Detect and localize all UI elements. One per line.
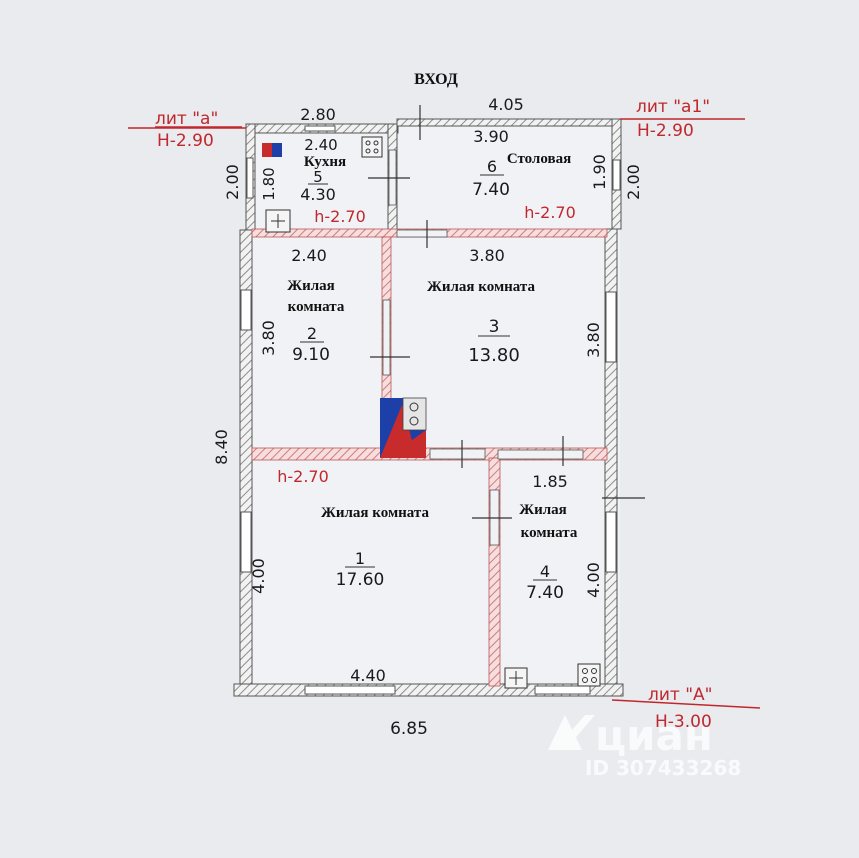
dim-kitchen-width: 2.40 (304, 136, 337, 154)
room-dining-name: Столовая (507, 151, 571, 167)
watermark-brand: циан (595, 711, 713, 760)
room-1-name: Жилая комната (321, 505, 429, 521)
room-4-number: 4 (540, 562, 550, 581)
house-floor (248, 126, 620, 686)
dim-left-outer-top: 2.00 (223, 164, 242, 200)
room-1-number: 1 (355, 549, 365, 568)
dim-kitchen-height: 1.80 (260, 167, 278, 200)
marker-A-height: Н-3.00 (655, 712, 712, 732)
room-kitchen-number: 5 (313, 168, 323, 186)
ceiling-kitchen: h-2.70 (314, 207, 366, 226)
dim-room2-height: 3.80 (259, 320, 278, 356)
cian-logo (548, 715, 595, 750)
dim-room3-width: 3.80 (469, 246, 505, 265)
marker-a-lit: лит "а" (155, 109, 218, 129)
watermark-id: ID 307433268 (585, 756, 741, 780)
room-2-name-line2: комната (288, 299, 345, 315)
room-3-number: 3 (489, 317, 500, 337)
dim-dining-height: 1.90 (590, 154, 609, 190)
ceiling-dining: h-2.70 (524, 203, 576, 222)
sink-icon (265, 209, 291, 233)
room-4-area: 7.40 (526, 583, 564, 603)
room-1-area: 17.60 (336, 570, 385, 590)
dim-room3-height: 3.80 (584, 322, 603, 358)
windows (240, 125, 621, 695)
dim-dining-width: 3.90 (473, 127, 509, 146)
room-dining-number: 6 (487, 157, 497, 176)
sink-icon (504, 667, 528, 689)
room-2-name-line1: Жилая (287, 278, 335, 294)
room-2-area: 9.10 (292, 345, 330, 365)
dim-room1-width: 4.40 (350, 666, 386, 685)
dim-bottom-total: 6.85 (390, 719, 428, 739)
entrance-label: ВХОД (414, 71, 458, 88)
boiler-icon (262, 143, 282, 157)
cooktop-icon (361, 136, 383, 158)
room-4-name-line2: комната (521, 525, 578, 541)
dim-room4-width: 1.85 (532, 472, 568, 491)
dim-left-total: 8.40 (212, 429, 231, 465)
marker-A-lit: лит "А" (648, 685, 713, 705)
ceiling-living: h-2.70 (277, 467, 329, 486)
room-3-area: 13.80 (468, 345, 520, 366)
dim-top-right: 4.05 (488, 95, 524, 114)
room-dining-area: 7.40 (472, 180, 510, 200)
room-3-name: Жилая комната (427, 279, 535, 295)
room-kitchen-name: Кухня (304, 154, 346, 170)
cooktop-icon (577, 663, 601, 687)
dim-room1-height: 4.00 (249, 558, 268, 594)
dim-right-outer-top: 2.00 (624, 164, 643, 200)
marker-a-height: Н-2.90 (157, 131, 214, 151)
door-marks (368, 105, 645, 519)
marker-a1-lit: лит "а1" (636, 97, 710, 117)
dim-top-left: 2.80 (300, 105, 336, 124)
stove-icon (380, 397, 427, 458)
dim-room4-height: 4.00 (584, 562, 603, 598)
room-kitchen-area: 4.30 (300, 185, 336, 204)
dim-room2-width: 2.40 (291, 246, 327, 265)
room-2-number: 2 (307, 324, 317, 343)
room-4-name-line1: Жилая (519, 502, 567, 518)
marker-a1-height: Н-2.90 (637, 121, 694, 141)
level-marker-lines (128, 118, 761, 709)
